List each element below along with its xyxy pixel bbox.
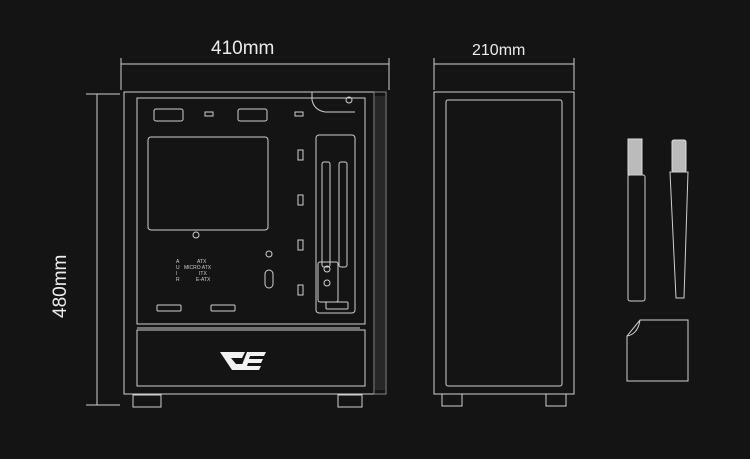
label-letter-i: I <box>176 271 177 277</box>
screwdriver-accessory <box>669 139 689 299</box>
label-letter-u: U <box>176 265 180 271</box>
cpu-cutout <box>147 136 269 231</box>
label-e-atx: E-ATX <box>196 277 211 283</box>
height-dimension-label: 480mm <box>50 254 71 318</box>
case-side-view <box>123 91 387 408</box>
length-dimension-label: 410mm <box>211 38 275 59</box>
height-dimension-line <box>86 93 120 406</box>
width-dimension-line <box>433 58 575 90</box>
darkflash-logo <box>220 352 266 370</box>
expansion-slots <box>315 134 356 314</box>
label-itx: ITX <box>199 271 207 277</box>
manual-booklet-accessory <box>626 319 689 382</box>
width-dimension-label: 210mm <box>472 42 526 59</box>
length-dimension-line <box>120 58 390 90</box>
motherboard-labels: A U I R ATX MICRO ATX ITX E-ATX <box>176 259 212 283</box>
label-letter-r: R <box>176 277 180 283</box>
case-front-view <box>433 91 575 407</box>
label-letter-a: A <box>176 259 180 265</box>
label-atx: ATX <box>197 259 207 265</box>
cleaning-brush-accessory <box>627 138 646 302</box>
label-micro-atx: MICRO ATX <box>184 265 212 271</box>
